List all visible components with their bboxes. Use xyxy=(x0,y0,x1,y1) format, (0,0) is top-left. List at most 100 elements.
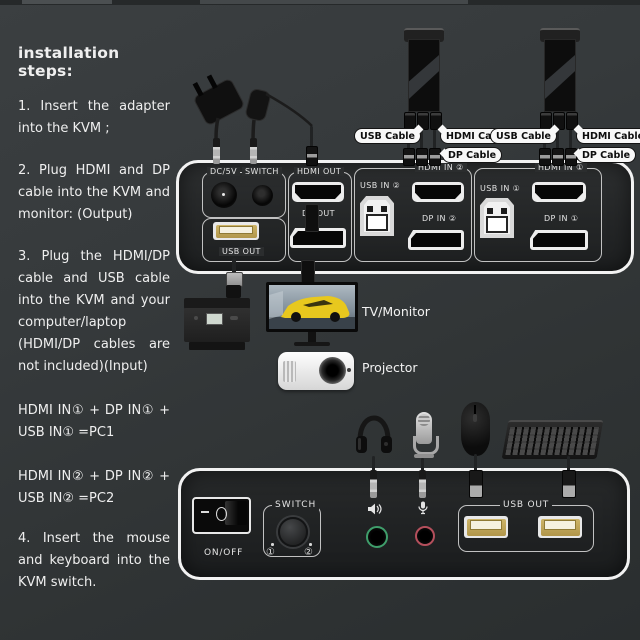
microphone-image xyxy=(412,408,439,460)
usb-port-tongue xyxy=(543,520,577,531)
top-edge-highlight-1 xyxy=(22,0,112,4)
usb-out-back-label: USB OUT xyxy=(219,247,264,256)
hdmi-cable-label-right-text: HDMI Cable xyxy=(582,130,640,142)
projector-lens xyxy=(319,357,346,384)
projector-button xyxy=(347,368,351,372)
step-3: 3. Plug the HDMI/DP cable and USB cable … xyxy=(18,249,170,374)
usb-cable-label-left: USB Cable xyxy=(354,124,424,144)
usb-out-front-label: USB OUT xyxy=(500,500,553,510)
mic-grill xyxy=(418,414,430,426)
formula-pc2: HDMI IN② + DP IN② + USB IN② =PC2 xyxy=(18,469,170,506)
pc2-input-group xyxy=(354,168,472,262)
projector-vents xyxy=(283,361,296,382)
switch-port-label: SWITCH xyxy=(242,167,282,176)
usbb-pin xyxy=(487,207,494,214)
dp-in1-label: DP IN ① xyxy=(544,214,579,223)
tower2-entry-plug-1 xyxy=(403,148,415,166)
remote-switch-image xyxy=(245,89,313,145)
hdmi-out-port xyxy=(292,182,344,202)
knob-dot-2 xyxy=(309,543,312,546)
on-off-label: ON/OFF xyxy=(204,548,244,558)
step-1: 1. Insert the adapter into the KVM ; xyxy=(18,99,170,136)
knob-position-2: ② xyxy=(304,547,313,558)
dc-power-jack xyxy=(211,182,237,208)
headphone-plug xyxy=(370,470,377,498)
mic-jack xyxy=(415,526,435,546)
top-edge-highlight-2 xyxy=(200,0,468,4)
dp-in2-port xyxy=(408,230,464,250)
usbb-slot xyxy=(485,215,509,234)
tv-monitor-image xyxy=(266,282,358,348)
dp-out-port xyxy=(290,228,346,248)
mouse-split-line xyxy=(474,405,476,421)
pc-tower-1 xyxy=(540,28,580,112)
selector-knob xyxy=(278,517,308,547)
keyboard-cable xyxy=(567,456,570,472)
power-on-symbol xyxy=(201,511,209,513)
usb-out-front-port-2 xyxy=(538,516,582,538)
keyboard-usb-plug xyxy=(562,470,576,498)
instructions-block: installation steps: 1. Insert the adapte… xyxy=(18,44,170,612)
usb-in2-port xyxy=(360,196,394,236)
dp-port-opening xyxy=(533,233,585,247)
projector-image xyxy=(278,352,354,392)
tower1-cable-2 xyxy=(556,128,559,152)
projector-label: Projector xyxy=(362,360,418,375)
hdmi-port-opening xyxy=(295,185,341,199)
tower1-entry-plug-1 xyxy=(539,148,551,166)
speaker-icon xyxy=(368,503,382,515)
hdmi-in1-label: HDMI IN ① xyxy=(535,163,587,172)
tower2-cable-2 xyxy=(420,128,423,152)
dp-port-opening xyxy=(411,233,461,247)
usbb-pin xyxy=(500,207,507,214)
hdmi-port-opening xyxy=(415,185,461,199)
step-4: 4. Insert the mouse and keyboard into th… xyxy=(18,531,170,590)
hdmi-cable-label-right: HDMI Cable xyxy=(573,124,640,144)
usbb-slot xyxy=(365,213,389,232)
mouse-cable xyxy=(474,454,477,472)
switch-jack xyxy=(252,185,273,206)
hdmi-port-opening xyxy=(535,185,583,199)
hdmi-in2-port xyxy=(412,182,464,202)
usb-out-back-group xyxy=(202,218,286,262)
usb-out-back-port xyxy=(213,222,259,240)
usbb-pin xyxy=(367,205,374,212)
printer-cable xyxy=(232,258,236,274)
usb-port-tongue xyxy=(218,225,254,235)
usb-out-front-port-1 xyxy=(464,516,508,538)
power-adapter-image xyxy=(192,74,244,145)
usb-cable-label-left-text: USB Cable xyxy=(360,130,415,142)
hdmi-in2-label: HDMI IN ② xyxy=(415,163,467,172)
usb-cable-label-right: USB Cable xyxy=(490,124,560,144)
usbb-pin xyxy=(380,205,387,212)
tv-monitor-label: TV/Monitor xyxy=(362,304,430,319)
tower2-entry-plug-2 xyxy=(416,148,428,166)
hdmi-cable-label-left-text: HDMI Cable xyxy=(446,130,509,142)
tower1-dp-connector xyxy=(566,112,578,130)
dp-cable-label-right-text: DP Cable xyxy=(582,149,631,161)
mouse-usb-plug xyxy=(469,470,483,498)
mic-base xyxy=(414,454,434,458)
monitor-hdmi-cable-top xyxy=(310,126,313,160)
adapter-plug xyxy=(213,138,220,164)
usb-in1-port xyxy=(480,198,514,238)
pc-tower-2-top xyxy=(404,28,444,42)
tower1-entry-plug-2 xyxy=(552,148,564,166)
pc-tower-2 xyxy=(404,28,444,112)
keyboard-keys xyxy=(505,427,600,455)
monitor-base xyxy=(294,342,330,346)
dc5v-label: DC/5V xyxy=(207,167,241,176)
dp-port-opening xyxy=(293,231,343,245)
power-off-symbol xyxy=(216,507,227,521)
usb-port-tongue xyxy=(469,520,503,531)
knob-dot-1 xyxy=(271,543,274,546)
remote-plug xyxy=(250,138,257,164)
dp-in1-port xyxy=(530,230,588,250)
mic-plug xyxy=(419,470,426,498)
monitor-stand xyxy=(308,332,316,342)
printer-tray xyxy=(189,342,245,350)
formula-pc1: HDMI IN① + DP IN① + USB IN① =PC1 xyxy=(18,403,170,440)
mic-cable xyxy=(421,458,424,472)
printer-lid xyxy=(184,298,250,309)
